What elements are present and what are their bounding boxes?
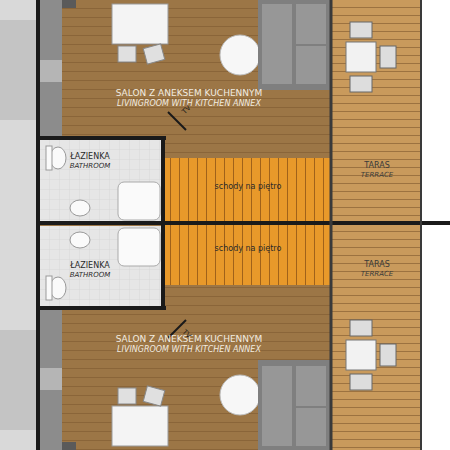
room-name: schody na piętro — [215, 244, 282, 254]
room-region: ŁAZIENKABATHROOM — [42, 261, 138, 279]
room-name: ŁAZIENKA — [70, 261, 109, 271]
stair-box: schody na piętro — [168, 182, 328, 192]
room-name-english: BATHROOM — [70, 271, 111, 279]
room-name: TARAS — [364, 260, 390, 270]
room-name-english: BATHROOM — [70, 162, 111, 170]
room-region: TARASTERRACE — [334, 161, 420, 179]
room-region: TARASTERRACE — [334, 260, 420, 278]
room-name-english: LIVINGROOM WITH KITCHEN ANNEX — [117, 345, 261, 355]
room-region: ŁAZIENKABATHROOM — [42, 152, 138, 170]
room-name-english: TERRACE — [361, 171, 394, 179]
stair-box: schody na piętro — [168, 244, 328, 254]
room-name: SALON Z ANEKSEM KUCHENNYM — [116, 88, 263, 99]
room-name: TARAS — [364, 161, 390, 171]
room-name: schody na piętro — [215, 182, 282, 192]
room-name-english: TERRACE — [361, 270, 394, 278]
room-name: ŁAZIENKA — [70, 152, 109, 162]
